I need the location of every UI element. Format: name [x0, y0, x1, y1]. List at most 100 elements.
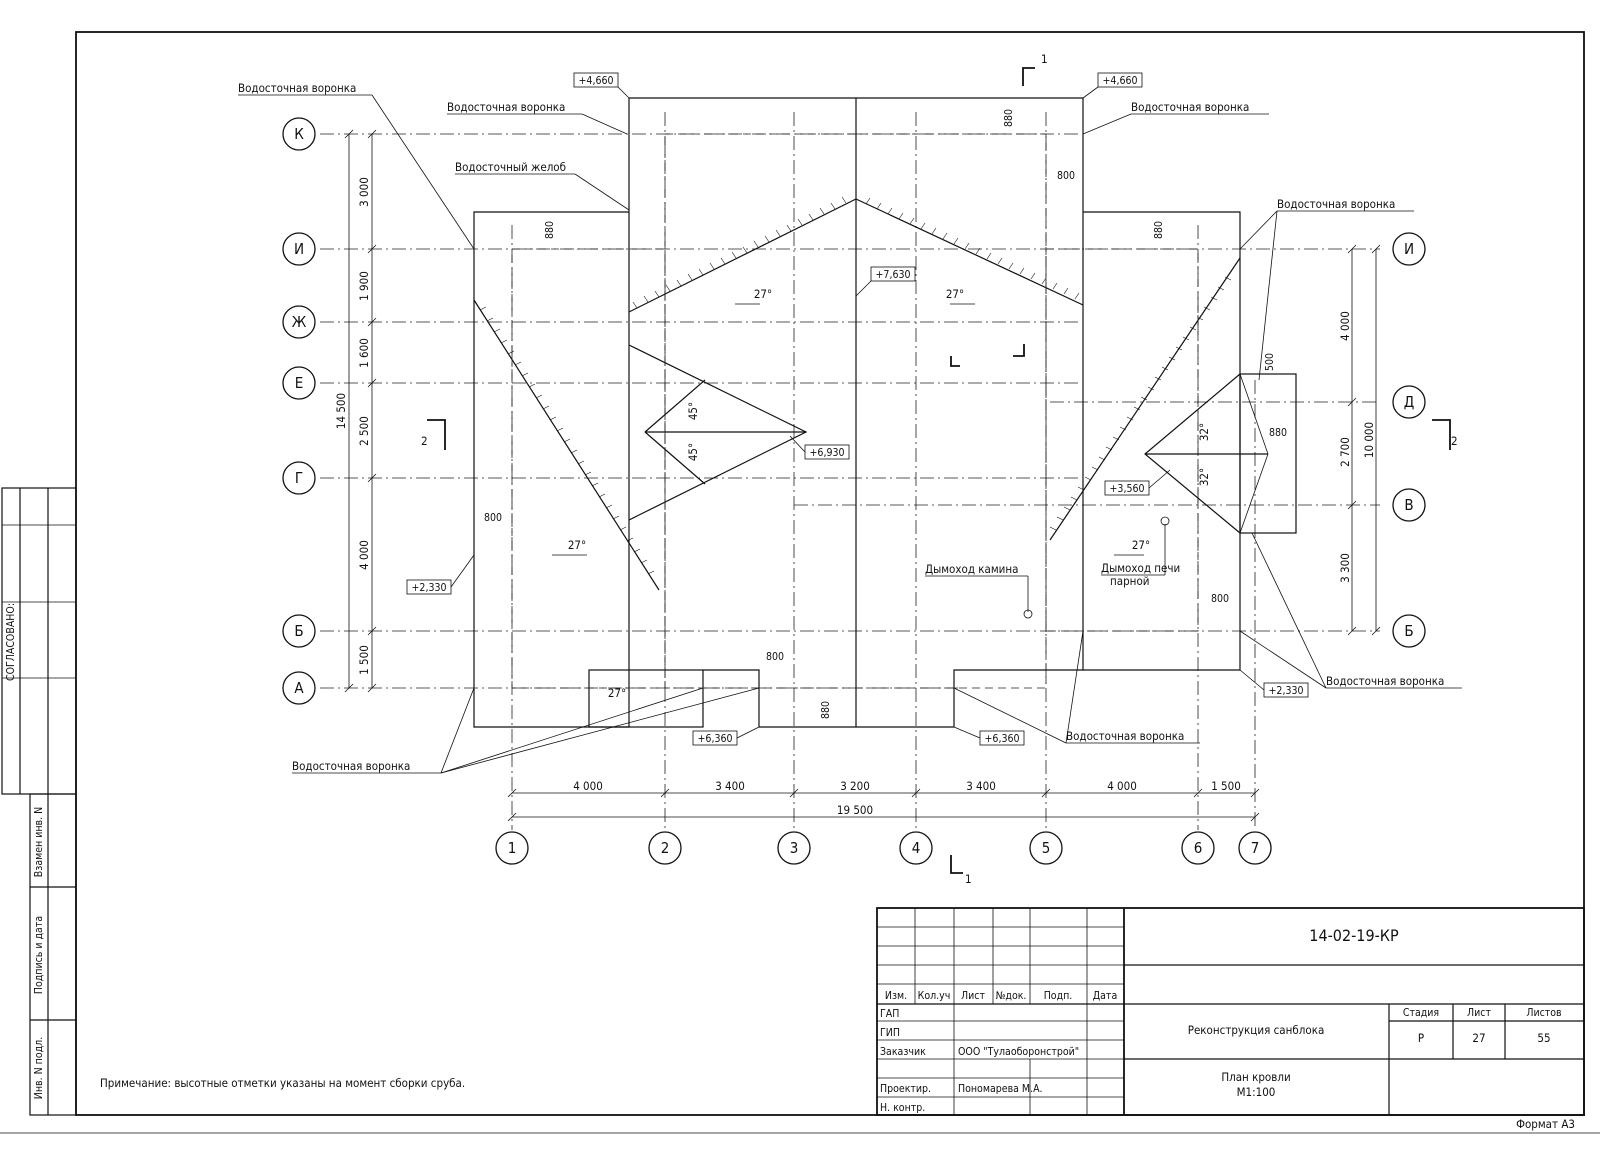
- axis-row-zh: Ж: [292, 313, 307, 331]
- callout-funnel-6: Водосточная воронка: [1066, 729, 1184, 743]
- level-4660-right: +4,660: [1103, 75, 1138, 87]
- format-label: Формат А3: [1516, 1117, 1575, 1131]
- tb-sheet: 27: [1472, 1031, 1485, 1045]
- dim-right: 4 000 2 700 3 300 10 000: [1338, 244, 1381, 636]
- slope-32-b: 32°: [1197, 468, 1211, 486]
- level-2330-right: +2,330: [1269, 685, 1304, 697]
- side-stamp: СОГЛАСОВАНО: Взамен инв. N Подпись и дат…: [1, 487, 77, 1116]
- axis-col-5-label: 5: [1042, 839, 1051, 857]
- tb-customer: Заказчик: [880, 1046, 926, 1058]
- callout-stove-2: парной: [1110, 574, 1150, 588]
- level-7630: +7,630: [876, 269, 911, 281]
- sheet-note: Примечание: высотные отметки указаны на …: [100, 1076, 465, 1090]
- dim-bottom-3: 3 200: [840, 779, 870, 793]
- tb-sheets-label: Листов: [1526, 1007, 1562, 1019]
- callout-funnel-1: Водосточная воронка: [238, 81, 356, 95]
- level-6360-right: +6,360: [985, 733, 1020, 745]
- level-4660-left: +4,660: [579, 75, 614, 87]
- sign-date-label: Подпись и дата: [33, 916, 45, 994]
- tb-sheets: 55: [1537, 1031, 1550, 1045]
- dim-left-3: 1 600: [357, 338, 371, 368]
- dim-800-bottom: 800: [766, 651, 784, 663]
- callout-stove-1: Дымоход печи: [1101, 561, 1180, 575]
- stove-chimney-icon: [1160, 516, 1170, 526]
- dim-880-left: 880: [544, 221, 556, 239]
- tb-stage: Р: [1418, 1031, 1424, 1045]
- dim-left-5: 4 000: [357, 540, 371, 570]
- dim-bottom-5: 4 000: [1107, 779, 1137, 793]
- section-1-bottom: 1: [965, 872, 972, 886]
- dim-880-bottom: 880: [820, 701, 832, 719]
- level-6360-left: +6,360: [698, 733, 733, 745]
- tb-sheet-label: Лист: [1467, 1007, 1491, 1019]
- wall-contour: [511, 133, 1199, 689]
- agreed-label: СОГЛАСОВАНО:: [5, 603, 17, 681]
- tb-list: Лист: [961, 990, 985, 1002]
- tb-gip: ГИП: [880, 1027, 900, 1039]
- callout-funnel-2: Водосточная воронка: [447, 100, 565, 114]
- tb-code: 14-02-19-КР: [1309, 926, 1399, 945]
- dim-bottom: 4 000 3 400 3 200 3 400 4 000 1 500 19 5…: [507, 779, 1260, 822]
- axis-col-2: [648, 831, 682, 865]
- axis-col-6: [1181, 831, 1215, 865]
- level-6930: +6,930: [810, 447, 845, 459]
- tb-kol: Кол.уч: [918, 990, 951, 1002]
- dim-bottom-4: 3 400: [966, 779, 996, 793]
- tb-gap: ГАП: [880, 1008, 899, 1020]
- tb-izm: Изм.: [885, 990, 907, 1002]
- dim-800-left: 800: [484, 512, 502, 524]
- axis-row-b: Б: [294, 622, 303, 640]
- level-2330-left: +2,330: [412, 582, 447, 594]
- dim-left-2: 1 900: [357, 271, 371, 301]
- axis-col-7-label: 7: [1251, 839, 1260, 857]
- tb-scale: М1:100: [1237, 1085, 1276, 1099]
- slope-27-d: 27°: [1132, 538, 1150, 552]
- axis-row-right-d: Д: [1404, 393, 1415, 411]
- axis-row-e: Е: [295, 374, 304, 392]
- dim-800-top: 800: [1057, 170, 1075, 182]
- axis-col-6-label: 6: [1194, 839, 1203, 857]
- axis-col-3-label: 3: [790, 839, 799, 857]
- axis-row-a: А: [294, 679, 304, 697]
- slope-27-a: 27°: [754, 287, 772, 301]
- callouts: Водосточная воронка Водосточная воронка …: [238, 81, 1462, 774]
- dim-right-3: 3 300: [1338, 553, 1352, 583]
- tb-project: Реконструкция санблока: [1188, 1023, 1325, 1037]
- replace-inv-label: Взамен инв. N: [33, 807, 45, 877]
- slope-hatching: [479, 196, 1232, 575]
- dim-bottom-2: 3 400: [715, 779, 745, 793]
- axis-col-3: [777, 831, 811, 865]
- dim-right-1: 4 000: [1338, 311, 1352, 341]
- slope-45-a: 45°: [686, 402, 700, 420]
- callout-funnel-3: Водосточная воронка: [1131, 100, 1249, 114]
- slope-27-c: 27°: [568, 538, 586, 552]
- axis-col-1: [495, 831, 529, 865]
- axis-col-4: [899, 831, 933, 865]
- axis-row-g: Г: [295, 469, 303, 487]
- tb-customer-value: ООО "Тулаоборонстрой": [958, 1046, 1079, 1058]
- axis-col-5: [1029, 831, 1063, 865]
- dim-right-total: 10 000: [1362, 422, 1376, 458]
- inv-orig-label: Инв. N подл.: [33, 1037, 45, 1099]
- axis-row-i: И: [294, 240, 304, 258]
- dim-left-4: 2 500: [357, 416, 371, 446]
- dim-misc: 880 880 880 880 800 800 800 800 500 880: [484, 109, 1287, 719]
- fireplace-chimney-icon: [1023, 609, 1033, 619]
- axis-col-2-label: 2: [661, 839, 670, 857]
- axis-col-7: [1238, 831, 1272, 865]
- callout-funnel-7: Водосточная воронка: [292, 759, 410, 773]
- axis-col-1-label: 1: [508, 839, 517, 857]
- roof-outline: [473, 97, 1297, 728]
- dim-880-right: 880: [1153, 221, 1165, 239]
- tb-norm-control: Н. контр.: [880, 1102, 925, 1114]
- callout-funnel-5: Водосточная воронка: [1326, 674, 1444, 688]
- axis-row-right-b: Б: [1404, 622, 1413, 640]
- section-1-top: 1: [1041, 52, 1048, 66]
- level-marks: +4,660 +4,660 +7,630 +6,930 +3,560 +2,33…: [406, 72, 1309, 746]
- dim-bottom-6: 1 500: [1211, 779, 1241, 793]
- tb-data: Дата: [1093, 990, 1117, 1002]
- tb-designer: Проектир.: [880, 1083, 931, 1095]
- grid-axes: [320, 112, 1380, 830]
- axis-col-4-label: 4: [912, 839, 921, 857]
- slope-labels: 27° 27° 27° 27° 27° 45° 45° 32° 32°: [552, 287, 1211, 700]
